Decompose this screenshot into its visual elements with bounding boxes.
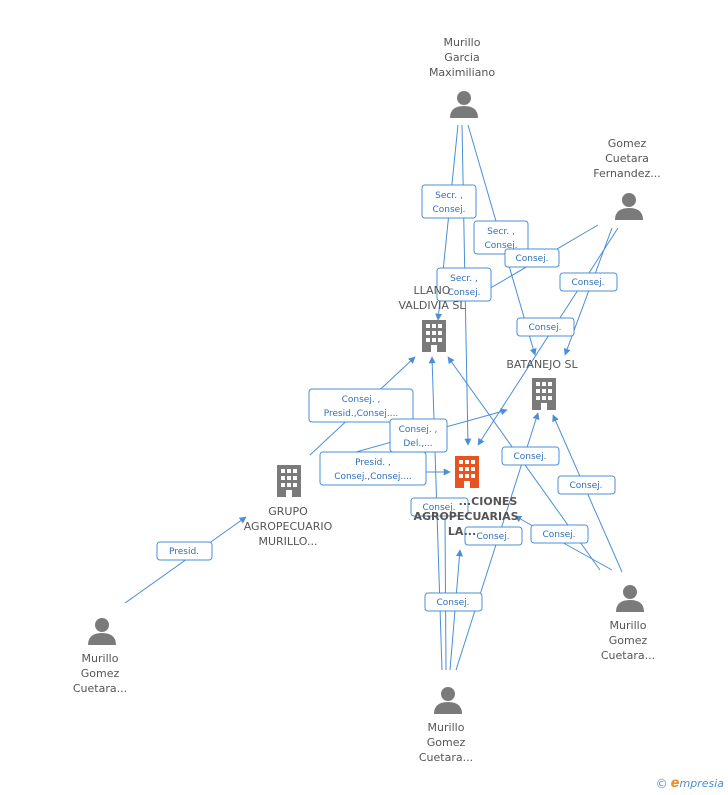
svg-text:Murillo: Murillo [428, 721, 465, 734]
company-node-grupo-agropecuario[interactable]: GRUPO AGROPECUARIO MURILLO... [244, 465, 333, 548]
svg-text:Gomez: Gomez [609, 634, 648, 647]
svg-text:Consej.: Consej. [569, 481, 602, 491]
person-node-murillo-gomez-bottom[interactable]: Murillo Gomez Cuetara... [419, 687, 473, 764]
role-label[interactable]: Consej. , Del.,... [389, 418, 448, 453]
role-label[interactable]: Consej. , Presid.,Consej.... [308, 388, 414, 423]
role-label[interactable]: Secr. , Consej. [473, 220, 529, 255]
role-labels: Secr. , Consej. Secr. , Consej. Consej. … [156, 184, 618, 612]
role-label[interactable]: Secr. , Consej. [436, 267, 492, 302]
person-icon [434, 687, 462, 714]
building-icon [422, 320, 446, 352]
person-icon [450, 91, 478, 118]
svg-text:LLANO: LLANO [414, 284, 451, 297]
svg-text:Maximiliano: Maximiliano [429, 66, 495, 79]
role-label[interactable]: Consej. [516, 317, 575, 337]
svg-text:AGROPECUARIO: AGROPECUARIO [244, 520, 333, 533]
person-icon [616, 585, 644, 612]
svg-text:Consej.: Consej. [515, 254, 548, 264]
svg-text:Garcia: Garcia [444, 51, 479, 64]
svg-text:Consej. ,: Consej. , [399, 425, 438, 435]
svg-text:Consej.: Consej. [513, 452, 546, 462]
svg-text:Consej.: Consej. [476, 532, 509, 542]
person-icon [615, 193, 643, 220]
person-node-murillo-gomez-left[interactable]: Murillo Gomez Cuetara... [73, 618, 127, 695]
building-icon [277, 465, 301, 497]
svg-text:Murillo: Murillo [82, 652, 119, 665]
role-label[interactable]: Secr. , Consej. [421, 184, 477, 219]
svg-text:Consej.: Consej. [484, 241, 517, 251]
role-label[interactable]: Presid. [156, 541, 213, 561]
svg-text:Murillo: Murillo [444, 36, 481, 49]
svg-text:Gomez: Gomez [608, 137, 647, 150]
svg-text:Consej.: Consej. [432, 205, 465, 215]
svg-text:Cuetara: Cuetara [605, 152, 649, 165]
company-node-llano-valdivia[interactable]: LLANO VALDIVIA SL [398, 284, 466, 352]
svg-text:Consej.: Consej. [528, 323, 561, 333]
svg-text:Presid. ,: Presid. , [355, 458, 391, 468]
company-node-main[interactable]: ...CIONES AGROPECUARIAS LA... [413, 456, 519, 538]
svg-text:Fernandez...: Fernandez... [593, 167, 661, 180]
svg-text:Secr. ,: Secr. , [450, 274, 478, 284]
role-label[interactable]: Consej. [424, 592, 483, 612]
svg-text:Consej.: Consej. [571, 278, 604, 288]
svg-text:Consej.,Consej....: Consej.,Consej.... [334, 472, 412, 482]
svg-text:VALDIVIA SL: VALDIVIA SL [398, 299, 466, 312]
role-label[interactable]: Presid. , Consej.,Consej.... [319, 451, 427, 486]
role-label[interactable]: Consej. [559, 272, 618, 292]
footer-brand: © empresia [656, 776, 724, 791]
svg-text:BATANEJO SL: BATANEJO SL [506, 358, 578, 371]
svg-text:Presid.: Presid. [169, 547, 199, 557]
svg-text:Cuetara...: Cuetara... [601, 649, 655, 662]
svg-text:Consej.: Consej. [422, 503, 455, 513]
svg-text:AGROPECUARIAS: AGROPECUARIAS [413, 510, 518, 523]
role-label[interactable]: Consej. [557, 475, 616, 495]
company-node-batanejo[interactable]: BATANEJO SL [506, 358, 579, 410]
building-icon [532, 378, 556, 410]
svg-text:Gomez: Gomez [81, 667, 120, 680]
svg-text:Gomez: Gomez [427, 736, 466, 749]
copyright-symbol: © [655, 776, 668, 791]
role-label[interactable]: Consej. [410, 497, 469, 517]
role-label[interactable]: Consej. [530, 524, 589, 544]
person-icon [88, 618, 116, 645]
svg-text:Consej.: Consej. [447, 288, 480, 298]
svg-text:...CIONES: ...CIONES [459, 495, 518, 508]
building-icon [455, 456, 479, 488]
svg-text:GRUPO: GRUPO [268, 505, 308, 518]
svg-text:Secr. ,: Secr. , [487, 227, 515, 237]
svg-text:Consej.: Consej. [436, 598, 469, 608]
svg-text:LA...: LA... [448, 525, 476, 538]
person-node-gomez-cuetara-fernandez[interactable]: Gomez Cuetara Fernandez... [593, 137, 661, 220]
svg-text:Cuetara...: Cuetara... [73, 682, 127, 695]
svg-text:Secr. ,: Secr. , [435, 191, 463, 201]
person-node-murillo-garcia[interactable]: Murillo Garcia Maximiliano [429, 36, 495, 118]
brand-logo: empresia [670, 776, 724, 791]
svg-text:Consej. ,: Consej. , [342, 395, 381, 405]
role-label[interactable]: Consej. [504, 248, 560, 268]
svg-text:MURILLO...: MURILLO... [259, 535, 318, 548]
svg-text:Del.,...: Del.,... [403, 439, 432, 449]
person-node-murillo-gomez-right[interactable]: Murillo Gomez Cuetara... [601, 585, 655, 662]
svg-text:Murillo: Murillo [610, 619, 647, 632]
role-label[interactable]: Consej. [464, 526, 523, 546]
svg-text:Presid.,Consej....: Presid.,Consej.... [324, 409, 399, 419]
svg-text:Cuetara...: Cuetara... [419, 751, 473, 764]
svg-text:Consej.: Consej. [542, 530, 575, 540]
role-label[interactable]: Consej. [501, 446, 560, 466]
